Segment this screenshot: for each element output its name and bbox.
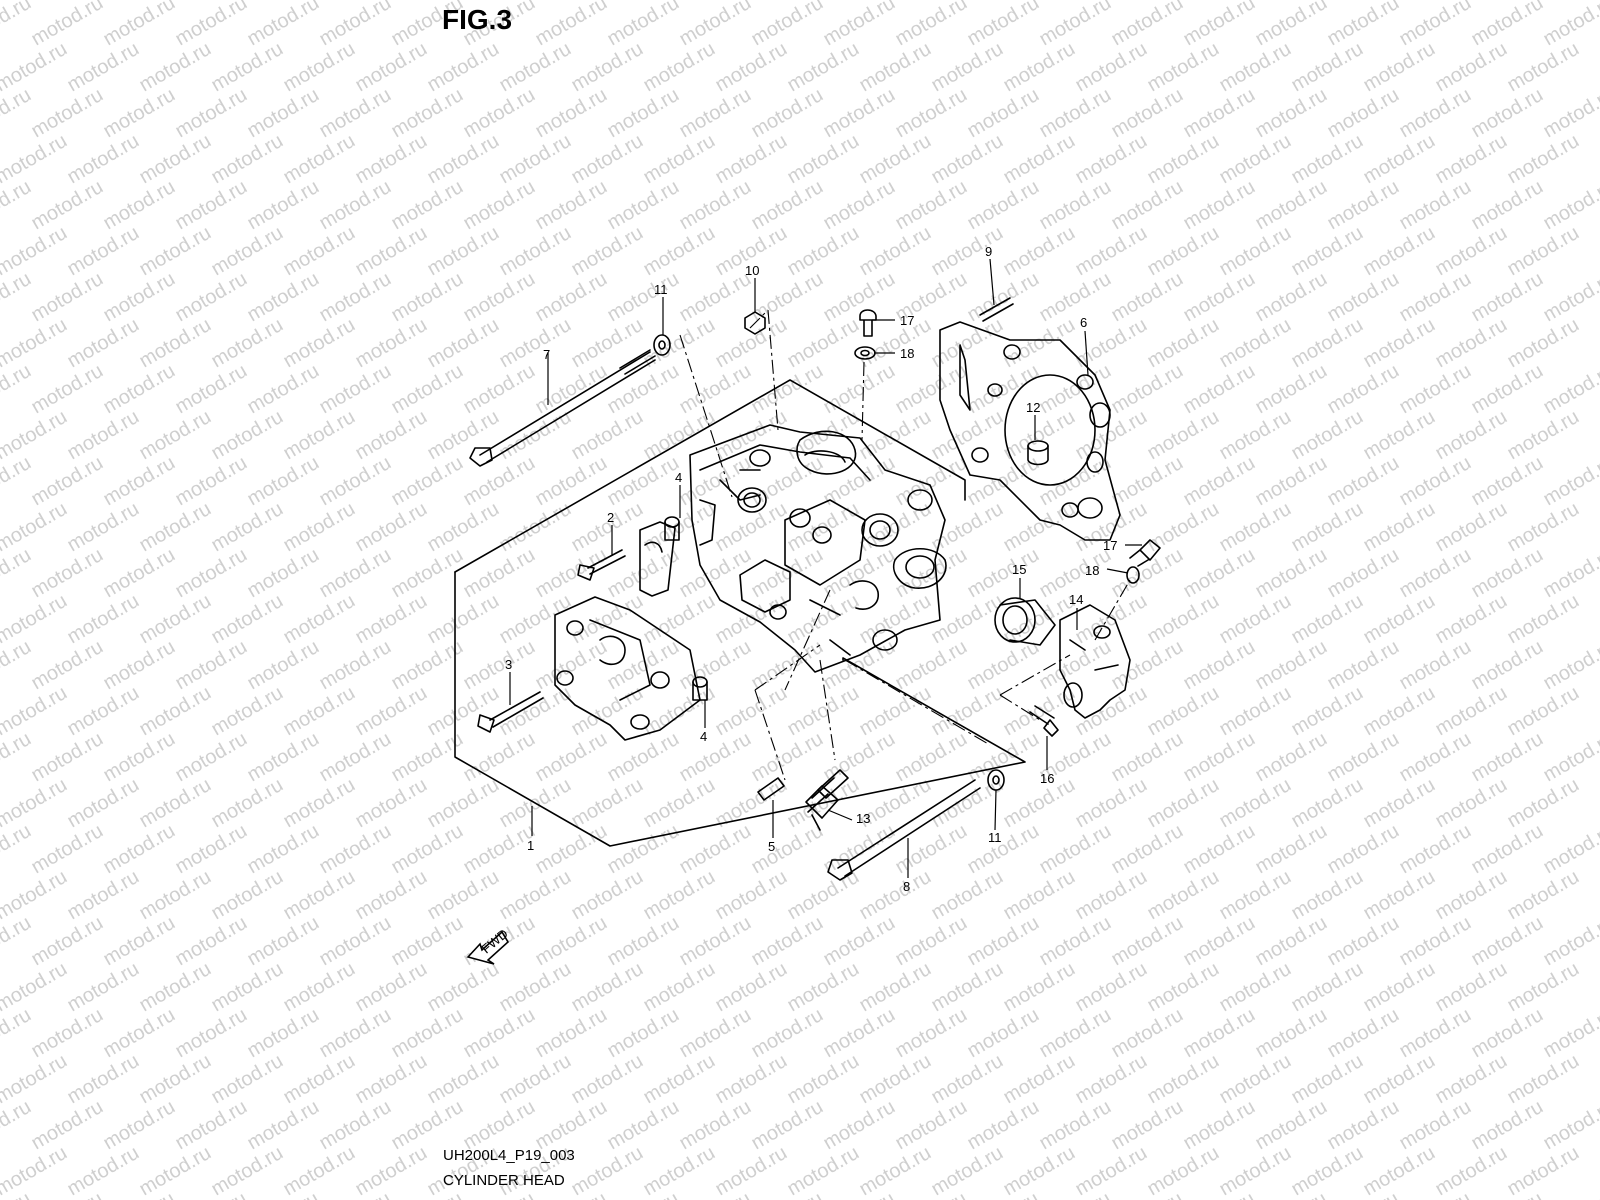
washer-18-top xyxy=(854,346,876,360)
thermostat-housing-14 xyxy=(1059,604,1131,719)
part-number-11a: 11 xyxy=(654,282,668,297)
cam-holder xyxy=(554,596,701,741)
bolt-8 xyxy=(827,779,981,881)
part-number-5: 5 xyxy=(768,839,775,854)
bolt-3 xyxy=(477,691,544,733)
part-number-14: 14 xyxy=(1069,592,1083,607)
part-number-18b: 18 xyxy=(1085,563,1099,578)
part-number-1: 1 xyxy=(527,838,534,853)
part-number-16: 16 xyxy=(1040,771,1054,786)
figure-title: FIG.3 xyxy=(442,4,513,35)
bolt-16 xyxy=(1029,705,1059,737)
part-number-4b: 4 xyxy=(700,729,707,744)
part-number-13: 13 xyxy=(856,811,870,826)
pin-5 xyxy=(757,777,785,801)
washer-18-top-inner xyxy=(860,349,870,357)
part-number-3: 3 xyxy=(505,657,512,672)
part-number-6: 6 xyxy=(1080,315,1087,330)
part-number-7: 7 xyxy=(543,347,550,362)
journal-caps xyxy=(639,516,708,701)
stud-9 xyxy=(979,297,1014,322)
plug-17-top xyxy=(859,309,877,337)
washer-11-top xyxy=(653,334,671,356)
thermostat-15 xyxy=(994,597,1056,646)
part-number-10: 10 xyxy=(745,263,759,278)
gasket-6 xyxy=(939,321,1121,541)
part-number-9: 9 xyxy=(985,244,992,259)
assembly-frame-upper xyxy=(454,379,966,573)
fwd-arrow: FWD xyxy=(466,926,511,965)
washer-11-bottom xyxy=(987,769,1005,791)
part-number-15: 15 xyxy=(1012,562,1026,577)
washer-11-bottom-inner xyxy=(992,775,1000,785)
part-number-2: 2 xyxy=(607,510,614,525)
figure-code: UH200L4_P19_003 xyxy=(443,1147,575,1164)
part-number-17b: 17 xyxy=(1103,538,1117,553)
part-number-12: 12 xyxy=(1026,400,1040,415)
cylinder-head xyxy=(689,424,947,673)
spark-plug-13 xyxy=(805,769,849,831)
washer-11-top-inner xyxy=(658,340,666,350)
part-number-4a: 4 xyxy=(675,470,682,485)
part-number-11b: 11 xyxy=(988,830,1002,845)
plug-17-right xyxy=(1129,539,1161,567)
part-number-18a: 18 xyxy=(900,346,914,361)
dowel-pin-12 xyxy=(1027,440,1049,466)
figure-caption: CYLINDER HEAD xyxy=(443,1172,565,1189)
part-number-8: 8 xyxy=(903,879,910,894)
bolt-7 xyxy=(469,349,656,467)
part-number-17a: 17 xyxy=(900,313,914,328)
washer-18-right xyxy=(1126,566,1140,584)
bolt-2 xyxy=(577,549,626,581)
